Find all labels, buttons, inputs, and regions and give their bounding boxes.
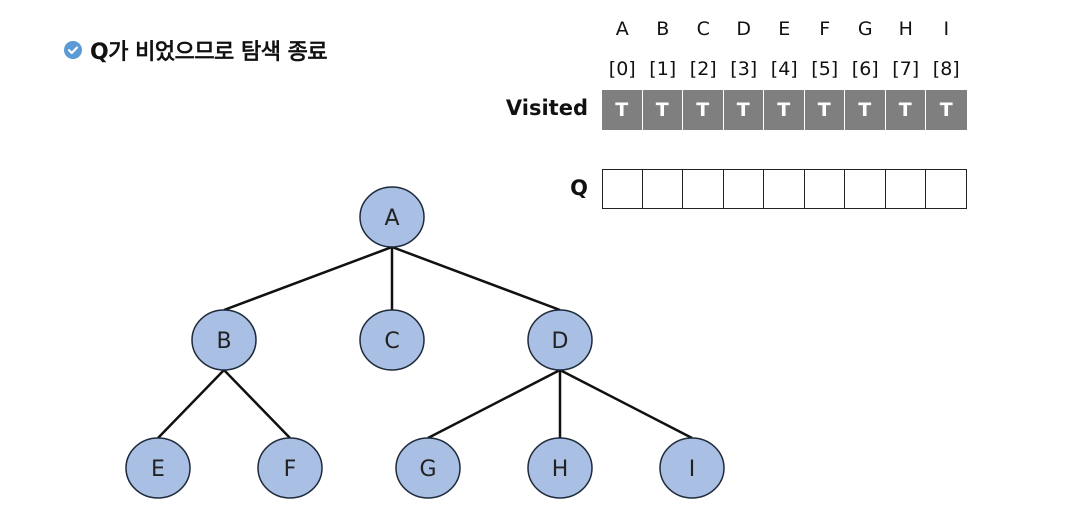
tree-node-label: C bbox=[384, 329, 399, 354]
title-text: Q가 비었으므로 탐색 종료 bbox=[90, 40, 328, 65]
array-letter-header: A B C D E F G H I bbox=[602, 18, 967, 44]
tree-node-d: D bbox=[527, 309, 593, 371]
tree-node-a: A bbox=[359, 186, 425, 248]
visited-cell: T bbox=[804, 90, 845, 130]
tree-node-circle bbox=[359, 186, 425, 248]
queue-cell bbox=[683, 169, 724, 209]
tree-edge-a-d bbox=[391, 245, 561, 312]
tree-edge-b-f bbox=[223, 369, 291, 439]
queue-cell bbox=[642, 169, 683, 209]
array-index-label: [2] bbox=[689, 58, 717, 80]
array-index-label: [5] bbox=[811, 58, 839, 80]
tree-node-label: A bbox=[384, 206, 399, 231]
queue-cell bbox=[885, 169, 926, 209]
tree-node-h: H bbox=[527, 437, 593, 499]
array-index-label: [3] bbox=[730, 58, 758, 80]
slide-title: Q가 비었으므로 탐색 종료 bbox=[64, 34, 328, 66]
tree-node-label: G bbox=[419, 457, 436, 482]
visited-label: Visited bbox=[505, 96, 588, 120]
queue-cell bbox=[804, 169, 845, 209]
tree-node-f: F bbox=[257, 437, 323, 499]
queue-cell bbox=[926, 169, 967, 209]
array-index-label: [0] bbox=[608, 58, 636, 80]
visited-cell: T bbox=[683, 90, 724, 130]
tree-node-c: C bbox=[359, 309, 425, 371]
tree-node-b: B bbox=[191, 309, 257, 371]
visited-cell: T bbox=[764, 90, 805, 130]
tree-node-circle bbox=[125, 437, 191, 499]
array-letter-label: D bbox=[736, 18, 752, 40]
queue-cell bbox=[723, 169, 764, 209]
array-letter-label: E bbox=[778, 18, 791, 40]
visited-cell: T bbox=[602, 90, 643, 130]
tree-node-circle bbox=[395, 437, 461, 499]
tree-node-label: D bbox=[552, 329, 569, 354]
tree-node-e: E bbox=[125, 437, 191, 499]
tree-node-label: F bbox=[284, 457, 297, 482]
tree-edge-d-i bbox=[559, 368, 693, 440]
queue-label: Q bbox=[570, 176, 588, 200]
tree-node-circle bbox=[527, 309, 593, 371]
queue-cell bbox=[845, 169, 886, 209]
tree-node-label: I bbox=[689, 457, 696, 482]
array-letter-label: G bbox=[857, 18, 873, 40]
array-index-label: [7] bbox=[892, 58, 920, 80]
tree-node-label: H bbox=[552, 457, 569, 482]
array-index-label: [4] bbox=[770, 58, 798, 80]
visited-cell: T bbox=[926, 90, 967, 130]
visited-cell: T bbox=[845, 90, 886, 130]
tree-node-circle bbox=[359, 309, 425, 371]
array-letter-label: A bbox=[615, 18, 629, 40]
tree-edge-b-e bbox=[157, 369, 225, 439]
tree-node-circle bbox=[659, 437, 725, 499]
queue-array bbox=[602, 169, 967, 209]
array-index-label: [8] bbox=[932, 58, 960, 80]
tree-node-circle bbox=[257, 437, 323, 499]
array-letter-label: C bbox=[696, 18, 710, 40]
array-letter-label: H bbox=[898, 18, 913, 40]
check-circle-icon bbox=[64, 41, 82, 59]
array-index-label: [6] bbox=[851, 58, 879, 80]
visited-cell: T bbox=[885, 90, 926, 130]
queue-cell bbox=[602, 169, 643, 209]
tree-node-circle bbox=[191, 309, 257, 371]
array-index-header: [0] [1] [2] [3] [4] [5] [6] [7] [8] bbox=[602, 58, 967, 86]
queue-cell bbox=[764, 169, 805, 209]
array-letter-label: I bbox=[943, 18, 950, 40]
visited-cell: T bbox=[723, 90, 764, 130]
tree-node-i: I bbox=[659, 437, 725, 499]
tree-node-label: B bbox=[216, 329, 231, 354]
array-index-label: [1] bbox=[649, 58, 677, 80]
check-circle-bg bbox=[64, 41, 82, 59]
array-letter-label: B bbox=[656, 18, 670, 40]
tree-node-label: E bbox=[151, 457, 165, 482]
tree-node-g: G bbox=[395, 437, 461, 499]
tree-node-circle bbox=[527, 437, 593, 499]
tree-edge-d-g bbox=[427, 368, 561, 440]
array-letter-label: F bbox=[819, 18, 831, 40]
tree-edge-a-b bbox=[223, 245, 393, 312]
visited-cell: T bbox=[642, 90, 683, 130]
